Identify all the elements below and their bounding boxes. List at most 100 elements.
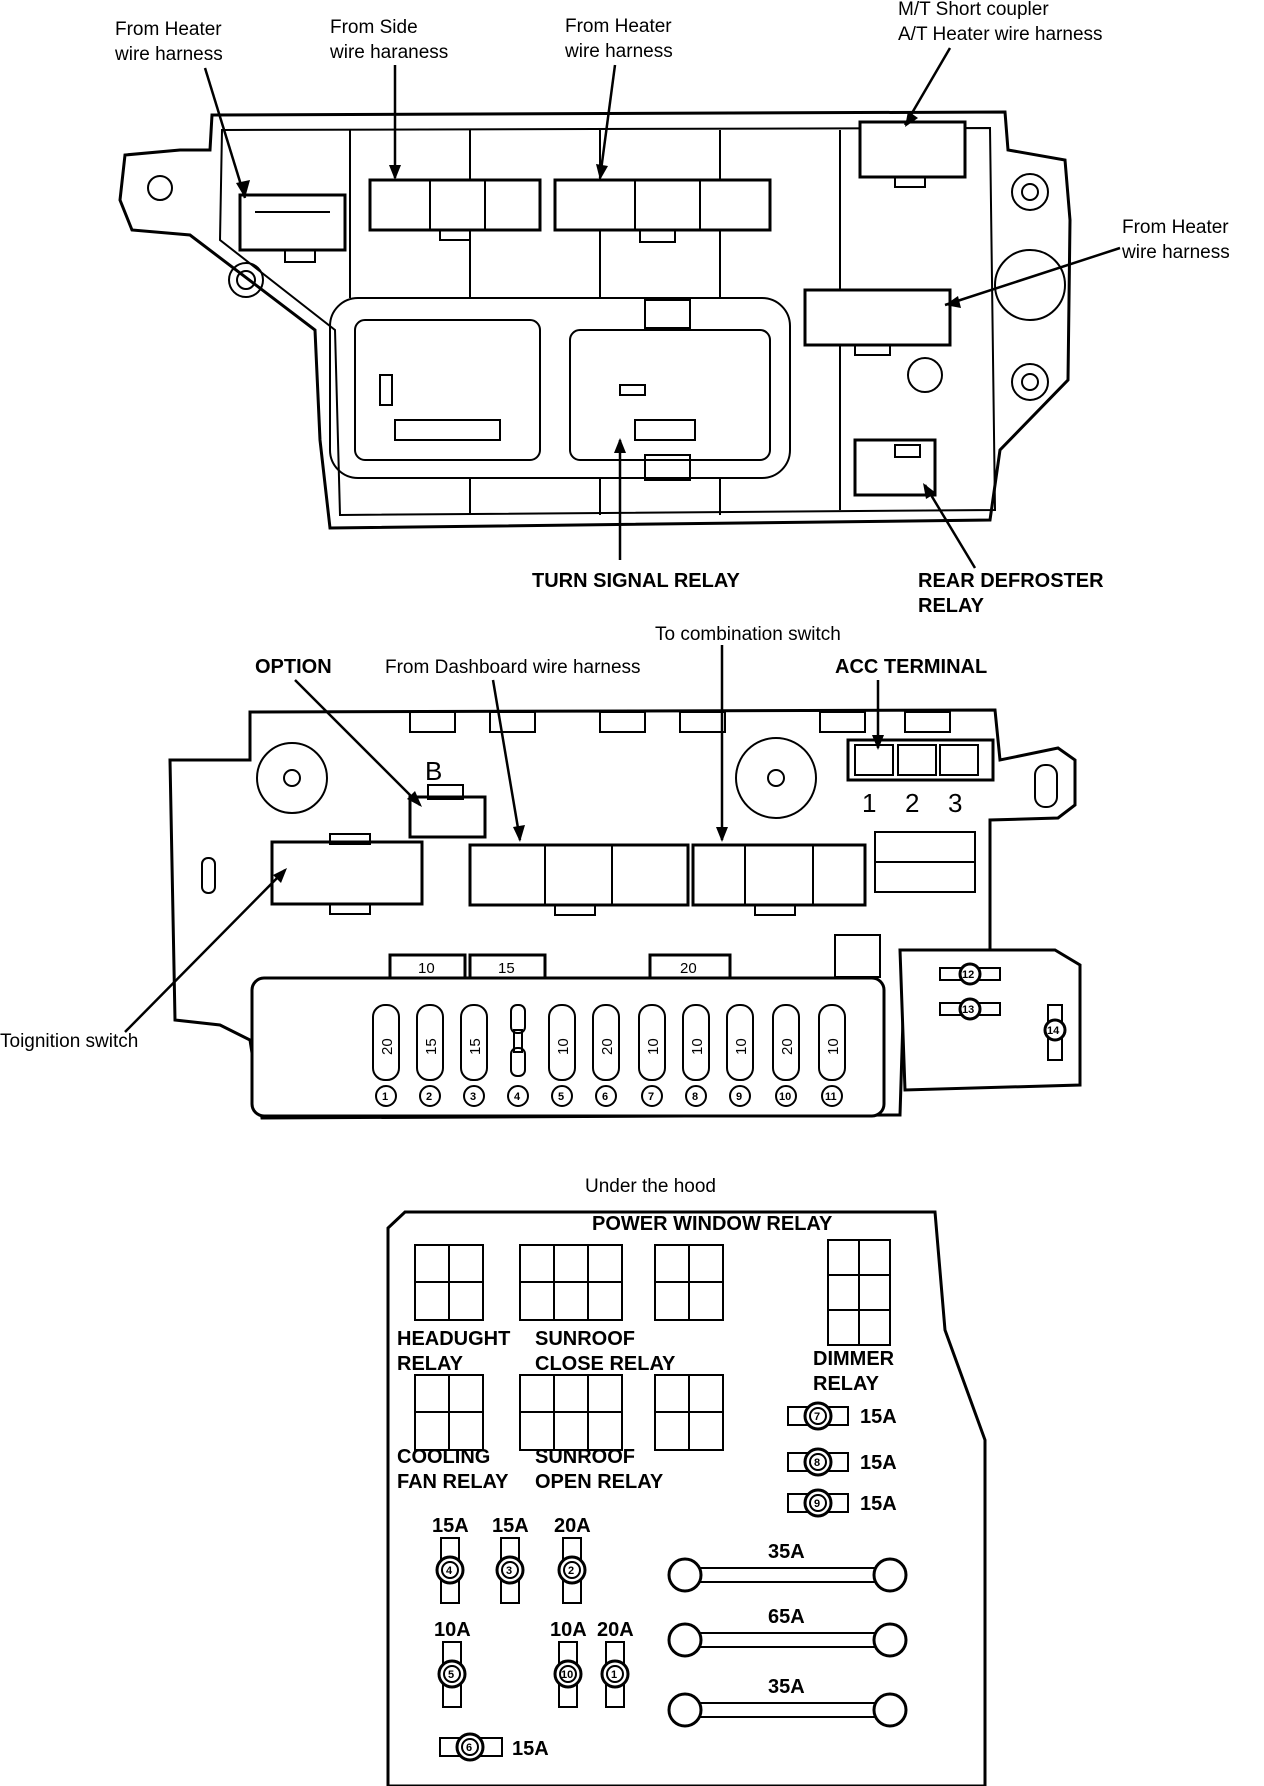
label-headlight-line2: RELAY [397,1353,464,1375]
under-hood-title: Under the hood [585,1176,716,1197]
power-window-relay [654,1244,724,1321]
side-fuse-12: 12 [962,969,974,981]
hood-fuse-1-number: 1 [611,1669,617,1681]
label-acc-terminal: ACC TERMINAL [835,656,987,678]
fuse-6: 20 6 [592,1004,620,1107]
middle-fuse-panel: B 1 2 3 [168,708,1082,1120]
label-heater-harness-1-line2: wire harness [114,44,223,65]
label-combination-switch: To combination switch [655,624,841,645]
fuse-8-rating: 10 [689,1038,706,1055]
hood-fuse-4: 15A 4 [432,1515,469,1604]
fuse-3-rating: 15 [467,1038,484,1055]
sunroof-open-relay [519,1374,623,1451]
hood-fuse-10-number: 10 [561,1669,573,1681]
acc-terminal-block: 1 2 3 [846,738,995,818]
fuse-6-number: 6 [602,1091,608,1103]
fuse-10-number: 10 [779,1091,791,1103]
label-sunroof-open-line2: OPEN RELAY [535,1471,664,1493]
fusible-link-1: 35A [667,1541,908,1593]
hood-fuse-6-rating: 15A [512,1738,549,1760]
fuse-4-number: 4 [514,1091,521,1103]
label-heater-harness-3-line2: wire harness [1121,242,1230,263]
side-fuse-block: 12 13 14 [898,948,1082,1092]
label-mt-short-coupler-line1: M/T Short coupler [898,0,1049,20]
hood-fuse-2: 20A 2 [554,1515,591,1604]
hood-fuse-4-number: 4 [446,1565,453,1577]
label-mt-short-coupler-line2: A/T Heater wire harness [898,24,1103,45]
spare-relay [654,1374,724,1451]
hood-fuse-7-number: 7 [814,1411,820,1423]
headlight-relay [414,1244,484,1321]
label-sunroof-close-line2: CLOSE RELAY [535,1353,676,1375]
top-fuse-rating-20: 20 [680,960,697,977]
label-cooling-fan-line2: FAN RELAY [397,1471,509,1493]
hood-fuse-9-rating: 15A [860,1493,897,1515]
rear-defroster-relay-socket [853,438,937,497]
hood-fuse-6: 6 15A [439,1732,549,1762]
label-turn-signal-relay: TURN SIGNAL RELAY [532,570,740,592]
hood-fuse-9-number: 9 [814,1498,820,1510]
fuse-1-number: 1 [382,1091,388,1103]
side-harness-connector [368,178,542,241]
label-headlight-line1: HEADUGHT [397,1328,510,1350]
fuse-10-rating: 20 [779,1038,796,1055]
top-fuse-rating-15: 15 [498,960,515,977]
top-fuse-panel [118,110,1072,530]
hood-fuse-10: 10A 10 [550,1619,587,1708]
sunroof-close-relay [519,1244,623,1321]
turn-signal-relay-socket [354,299,771,481]
fuse-6-rating: 20 [599,1038,616,1055]
acc-number-2: 2 [905,788,919,818]
label-heater-harness-3-line1: From Heater [1122,217,1229,238]
top-leader-lines [203,47,1121,569]
hood-fuse-6-number: 6 [466,1742,472,1754]
label-ignition-switch: Toignition switch [0,1031,138,1052]
hood-fuse-2-number: 2 [568,1565,574,1577]
fusible-link-2-rating: 65A [768,1606,805,1628]
ignition-switch-connector [270,833,424,915]
fuse-8: 108 [682,1004,710,1107]
fusible-links: 35A 65A 35A [667,1541,908,1728]
label-power-window-relay: POWER WINDOW RELAY [592,1213,833,1235]
hood-fuse-2-rating: 20A [554,1515,591,1537]
heater-connector-3 [803,288,952,356]
fuse-4: 4 [507,1004,529,1107]
fuse-7-number: 7 [648,1091,654,1103]
label-cooling-fan-line1: COOLING [397,1446,490,1468]
fuse-9-rating: 10 [733,1038,750,1055]
side-fuse-13: 13 [962,1004,974,1016]
fuse-block [250,976,886,1118]
label-dimmer-line1: DIMMER [813,1348,895,1370]
fuse-7: 10 7 [638,1004,666,1107]
fuse-7-rating: 10 [645,1038,662,1055]
label-heater-harness-2-line2: wire harness [564,41,673,62]
hood-fuse-4-rating: 15A [432,1515,469,1537]
hood-fuse-8-rating: 15A [860,1452,897,1474]
under-hood-panel: Under the hood [386,1176,987,1786]
label-side-harness-line1: From Side [330,17,418,38]
fuse-3: 153 [460,1004,488,1107]
label-heater-harness-2-line1: From Heater [565,16,672,37]
mt-short-coupler-connector [858,120,967,188]
fusible-link-3: 35A [667,1676,908,1728]
fuse-2-number: 2 [426,1091,432,1103]
fuse-11-rating: 10 [825,1038,842,1055]
fuse-9-number: 9 [736,1091,742,1103]
middle-leader-lines [124,645,884,1033]
fuse-2: 152 [416,1004,444,1107]
label-option: OPTION [255,656,332,678]
hood-fuse-10-rating: 10A [550,1619,587,1641]
fuse-11-number: 11 [825,1091,837,1103]
acc-number-3: 3 [948,788,962,818]
label-heater-harness-1-line1: From Heater [115,19,222,40]
side-fuse-14: 14 [1047,1025,1060,1037]
heater-connector-1 [238,193,347,263]
label-side-harness-line2: wire haraness [329,42,448,63]
